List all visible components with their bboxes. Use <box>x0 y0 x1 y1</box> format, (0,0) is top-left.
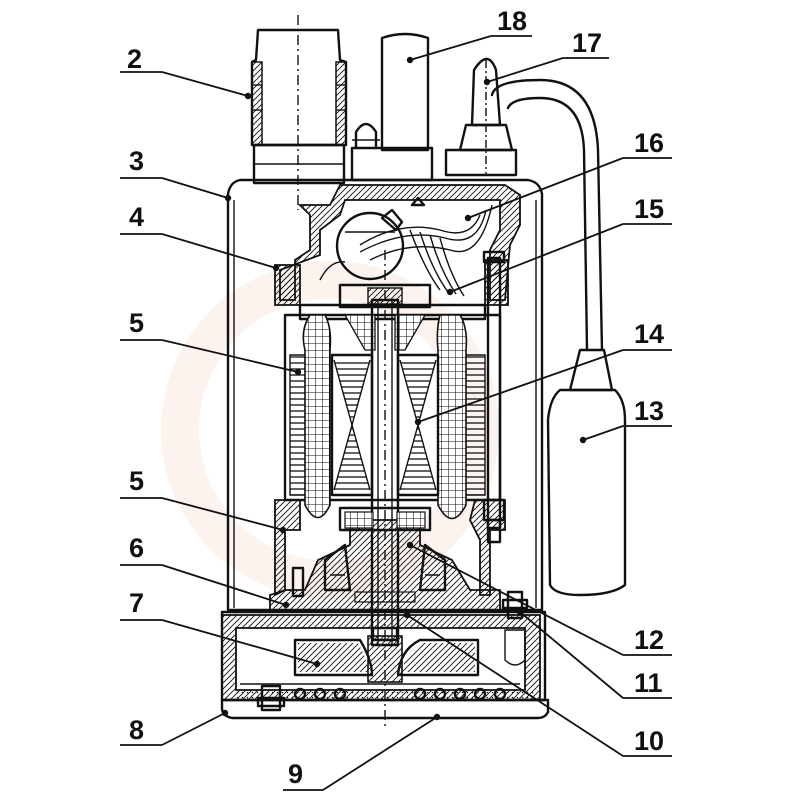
callout-anchor-dot <box>433 713 441 721</box>
callout-label: 13 <box>634 396 664 426</box>
callout-anchor-dot <box>294 368 302 376</box>
callout-anchor-dot <box>414 418 422 426</box>
callout-leader-line <box>486 57 564 83</box>
callout-label: 10 <box>634 726 664 756</box>
callout-anchor-dot <box>446 288 454 296</box>
callout-label: 3 <box>129 146 144 176</box>
rotor <box>330 314 440 497</box>
callout-leader-line <box>467 157 624 219</box>
callout-12: 12 <box>406 541 672 656</box>
callout-leader-line <box>406 614 624 757</box>
callout-label: 6 <box>129 533 144 563</box>
callout-15: 15 <box>446 194 672 296</box>
callout-leader-line <box>449 223 624 293</box>
callout-7: 7 <box>120 588 321 668</box>
callout-leader-line <box>161 71 249 97</box>
callout-anchor-dot <box>579 436 587 444</box>
callout-label: 4 <box>129 202 144 232</box>
carry-handle <box>350 32 434 182</box>
callout-anchor-dot <box>221 709 229 717</box>
callout-5-lower: 5 <box>120 466 287 534</box>
callout-anchor-dot <box>406 541 414 549</box>
callout-leader-line <box>161 339 299 373</box>
callout-anchor-dot <box>244 92 252 100</box>
callout-label: 18 <box>497 6 527 36</box>
callout-anchor-dot <box>403 611 411 619</box>
callout-8: 8 <box>120 709 229 746</box>
callout-leader-line <box>161 177 229 199</box>
callout-label: 5 <box>129 308 144 338</box>
callout-leader-line <box>409 544 624 656</box>
callout-18: 18 <box>406 6 532 64</box>
callout-group: 2 3 4 5 5 6 7 8 9 10 11 12 13 14 15 16 17 18 <box>120 6 672 791</box>
callout-label: 7 <box>129 588 144 618</box>
callout-label: 15 <box>634 194 664 224</box>
callout-10: 10 <box>403 611 672 757</box>
callout-9: 9 <box>283 713 441 791</box>
callout-leader-line <box>161 712 226 746</box>
discharge-outlet <box>250 28 348 185</box>
callout-label: 9 <box>288 759 303 789</box>
callout-anchor-dot <box>483 78 491 86</box>
callout-leader-line <box>322 716 438 791</box>
callout-leader-line <box>161 619 318 665</box>
callout-anchor-dot <box>272 264 280 272</box>
callout-anchor-dot <box>406 56 414 64</box>
callout-14: 14 <box>414 319 672 426</box>
callout-leader-line <box>161 233 277 269</box>
callout-label: 11 <box>634 668 663 698</box>
callout-2: 2 <box>120 44 252 100</box>
callout-leader-line <box>409 35 492 61</box>
callout-leader-line <box>161 564 287 606</box>
callout-leader-line <box>417 349 624 423</box>
callout-anchor-dot <box>224 194 232 202</box>
callout-leader-line <box>519 611 624 699</box>
float-switch <box>546 348 627 597</box>
callout-label: 17 <box>572 28 602 58</box>
stator <box>283 313 502 520</box>
callout-anchor-dot <box>464 214 472 222</box>
callout-anchor-dot <box>516 608 524 616</box>
callout-anchor-dot <box>313 660 321 668</box>
callout-11: 11 <box>516 608 672 699</box>
power-cable <box>490 78 604 352</box>
callout-3: 3 <box>120 146 232 202</box>
callout-5: 5 <box>120 308 302 376</box>
callout-label: 14 <box>634 319 664 349</box>
impeller <box>240 626 520 685</box>
callout-13: 13 <box>579 396 672 444</box>
callout-6: 6 <box>120 533 290 609</box>
callout-leader-line <box>582 425 624 441</box>
callout-16: 16 <box>464 128 672 222</box>
callout-4: 4 <box>120 202 280 272</box>
callout-label: 8 <box>129 715 144 745</box>
callout-leader-line <box>161 497 284 531</box>
callout-label: 16 <box>634 128 664 158</box>
internal-wiring <box>319 204 493 297</box>
callout-17: 17 <box>483 28 609 86</box>
callout-anchor-dot <box>282 601 290 609</box>
capacitor <box>335 196 426 281</box>
callout-label: 2 <box>127 44 142 74</box>
callout-anchor-dot <box>279 526 287 534</box>
callout-label: 5 <box>129 466 144 496</box>
callout-label: 12 <box>634 625 664 655</box>
outer-jacket <box>226 178 544 612</box>
